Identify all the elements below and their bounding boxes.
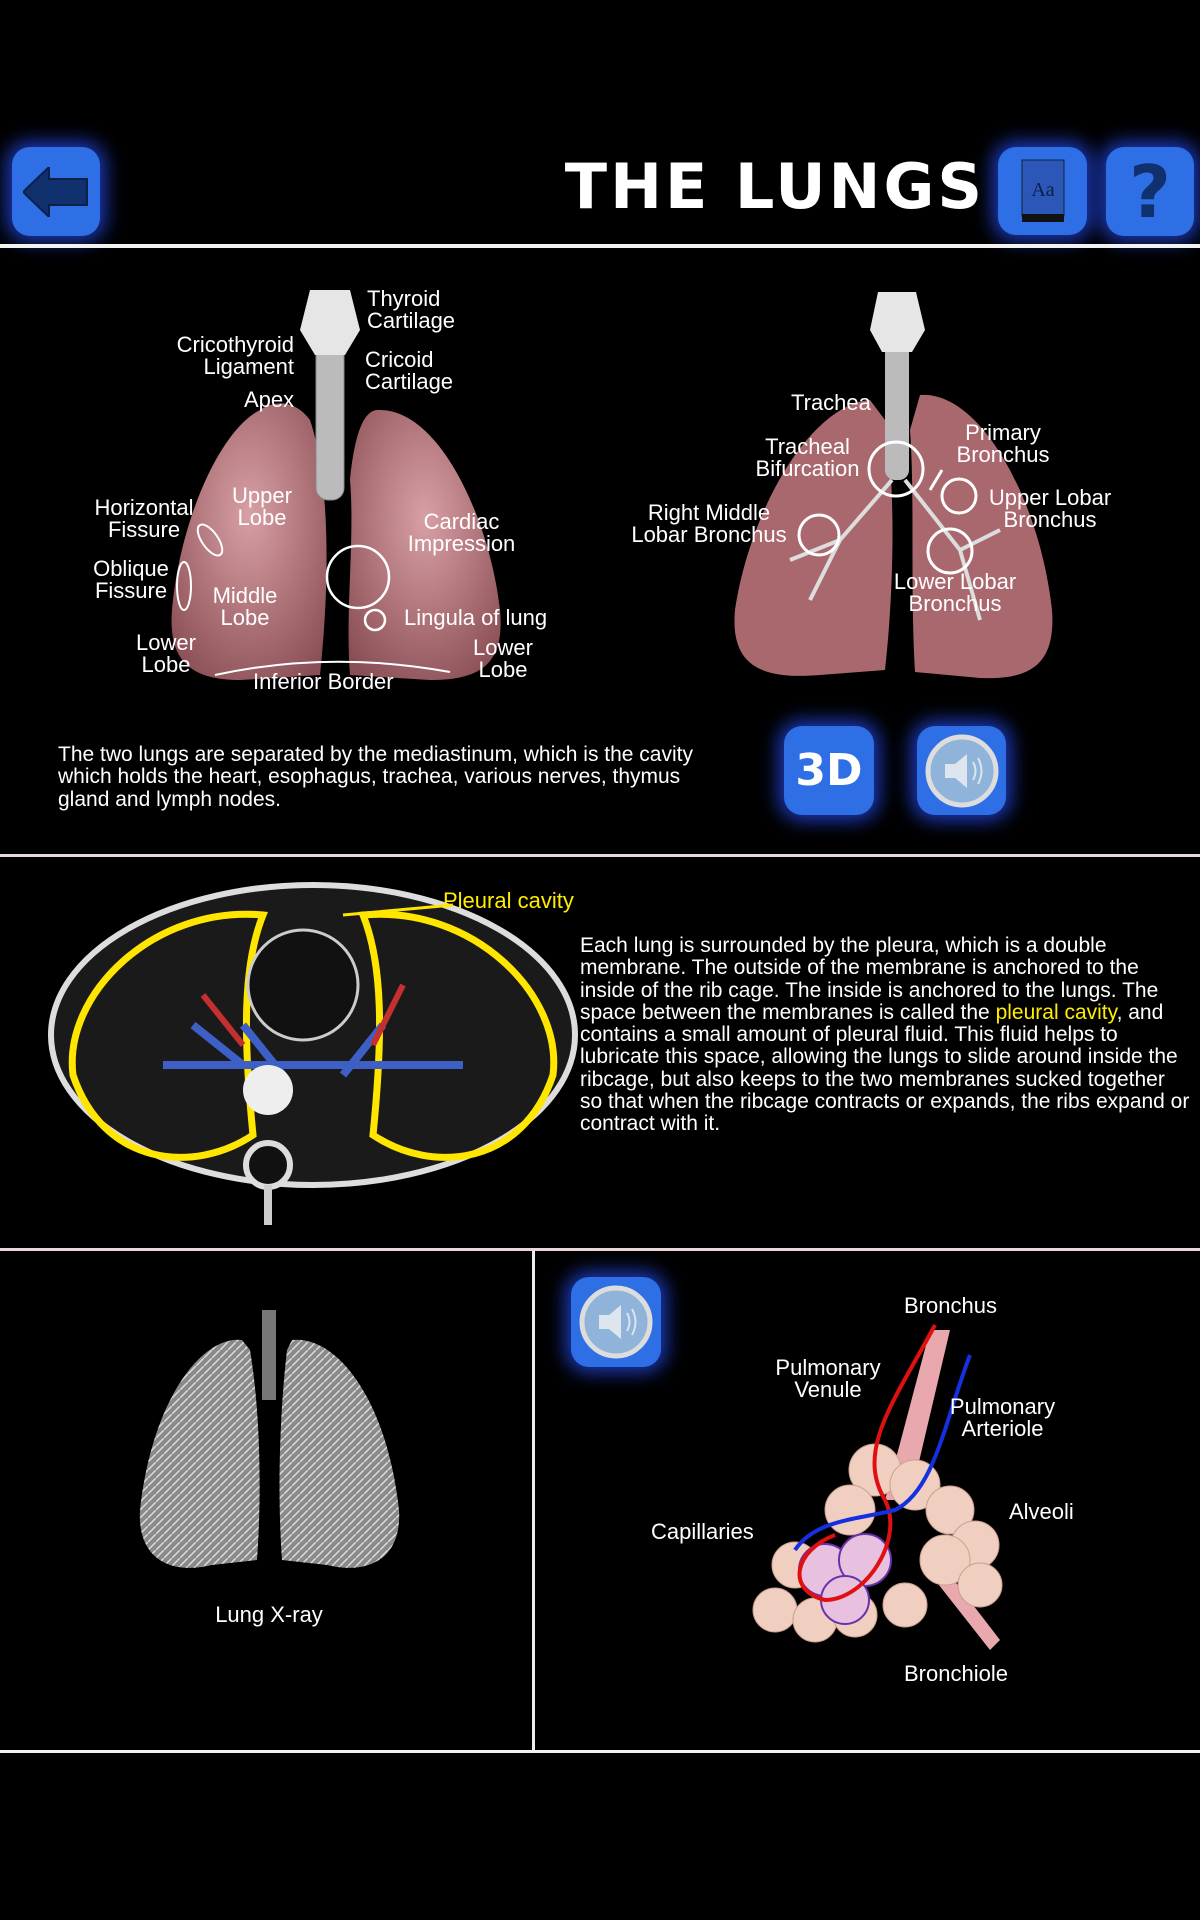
label-pulmonary-venule: Pulmonary Venule	[775, 1355, 881, 1402]
label-cardiac-impression: Cardiac Impression	[407, 509, 516, 556]
label-lower-lobe-left: Lower Lobe	[136, 630, 196, 677]
label-right-middle-lobar-bronchus: Right Middle Lobar Bronchus	[631, 500, 787, 547]
label-bronchus: Bronchus	[904, 1293, 997, 1318]
label-thyroid-cartilage: Thyroid Cartilage	[367, 286, 456, 333]
sound-button[interactable]	[917, 726, 1006, 815]
label-middle-lobe: Middle Lobe	[212, 583, 278, 630]
mediastinum-description: The two lungs are separated by the media…	[58, 743, 693, 811]
label-pleural-cavity: Pleural cavity	[443, 888, 574, 913]
label-trachea: Trachea	[791, 390, 871, 415]
section-divider	[0, 854, 1200, 857]
vertical-divider	[532, 1251, 535, 1751]
label-bronchiole: Bronchiole	[904, 1661, 1008, 1686]
sound-button-alveoli[interactable]	[571, 1277, 661, 1367]
pleura-text-end: , and contains a small amount of pleural…	[580, 1000, 1190, 1136]
3d-button[interactable]: 3D	[784, 726, 874, 815]
label-primary-bronchus: Primary Bronchus	[956, 420, 1050, 467]
label-lower-lobar-bronchus: Lower Lobar Bronchus	[893, 569, 1017, 616]
pleura-description: Each lung is surrounded by the pleura, w…	[580, 934, 1190, 1136]
alveoli-illustration	[752, 1324, 1003, 1650]
back-button[interactable]	[12, 147, 100, 236]
3d-label: 3D	[795, 745, 863, 796]
label-apex: Apex	[244, 387, 295, 412]
pleural-cavity-highlight: pleural cavity	[995, 1000, 1117, 1024]
label-oblique-fissure: Oblique Fissure	[93, 556, 169, 603]
label-horizontal-fissure: Horizontal Fissure	[94, 495, 194, 542]
label-upper-lobe: Upper Lobe	[232, 483, 292, 530]
help-button[interactable]: ?	[1106, 147, 1194, 236]
label-upper-lobar-bronchus: Upper Lobar Bronchus	[988, 485, 1112, 532]
label-pulmonary-arteriole: Pulmonary Arteriole	[949, 1394, 1056, 1441]
label-cricothyroid-ligament: Cricothyroid Ligament	[176, 332, 294, 379]
label-capillaries: Capillaries	[651, 1519, 754, 1544]
svg-text:Aa: Aa	[1031, 179, 1054, 201]
header-divider	[0, 244, 1200, 248]
label-inferior-border: Inferior Border	[253, 669, 394, 694]
dictionary-button[interactable]: Aa	[998, 147, 1087, 235]
speaker-icon	[925, 734, 998, 807]
arrow-left-icon	[23, 166, 88, 217]
pleura-text-start: Each lung is surrounded by the pleura, w…	[580, 934, 1159, 1024]
page-title: THE LUNGS	[564, 150, 985, 223]
section-divider	[0, 1248, 1200, 1251]
label-lower-lobe-right: Lower Lobe	[473, 635, 533, 682]
lung-xray-image	[139, 1310, 400, 1568]
xray-caption: Lung X-ray	[215, 1602, 323, 1627]
speaker-icon	[579, 1285, 653, 1359]
label-alveoli: Alveoli	[1009, 1499, 1074, 1524]
label-tracheal-bifurcation: Tracheal Bifurcation	[755, 434, 860, 481]
label-cricoid-cartilage: Cricoid Cartilage	[365, 347, 454, 394]
book-aa-icon: Aa	[1021, 159, 1064, 222]
thorax-cross-section-illustration	[48, 882, 578, 1225]
bottom-divider	[0, 1750, 1200, 1753]
lungs-front-illustration	[171, 290, 501, 680]
question-mark-icon: ?	[1129, 149, 1171, 234]
label-lingula: Lingula of lung	[404, 605, 548, 630]
lungs-bronchi-illustration	[734, 292, 1053, 679]
